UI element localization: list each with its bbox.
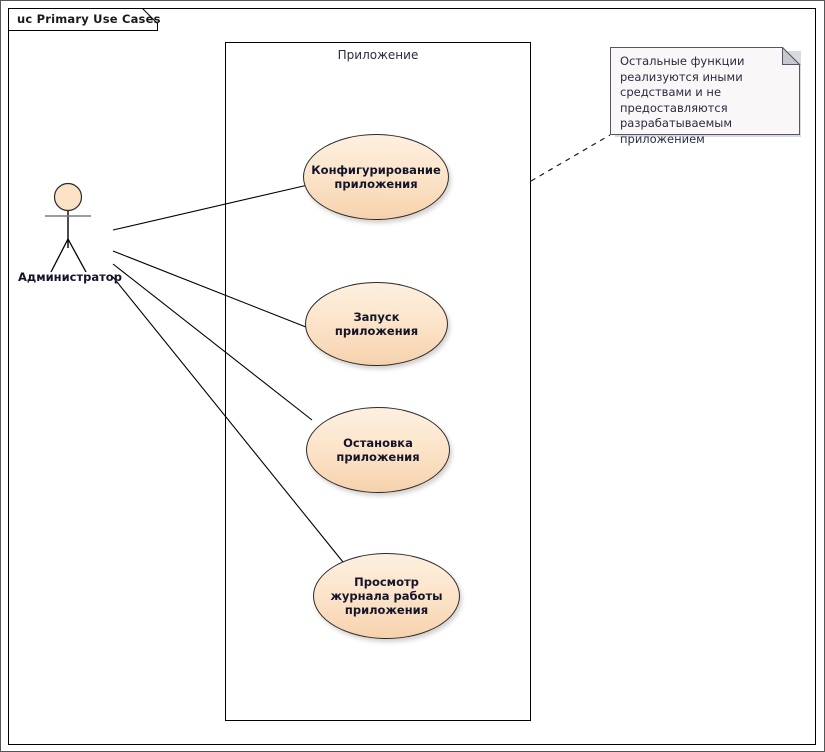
use-case-label: Запуск приложения bbox=[334, 310, 419, 338]
frame-tab-label: uc Primary Use Cases bbox=[17, 12, 161, 26]
use-case-label: Конфигурирование приложения bbox=[311, 163, 441, 191]
note-folded-corner-icon bbox=[782, 47, 801, 65]
note-other-functions[interactable]: Остальные функции реализуются иными сред… bbox=[610, 47, 801, 146]
use-case-start[interactable]: Запуск приложения bbox=[305, 282, 448, 366]
frame-heading-tab: uc Primary Use Cases bbox=[8, 8, 161, 31]
use-case-label: Просмотр журнала работы приложения bbox=[330, 575, 443, 617]
actor-label-administrator: Администратор bbox=[18, 270, 122, 284]
note-body-shape bbox=[610, 47, 800, 135]
use-case-configure[interactable]: Конфигурирование приложения bbox=[303, 134, 449, 220]
use-case-label: Остановка приложения bbox=[336, 436, 420, 464]
diagram-frame bbox=[8, 8, 816, 745]
note-text: Остальные функции реализуются иными сред… bbox=[620, 54, 745, 146]
use-case-stop[interactable]: Остановка приложения bbox=[306, 407, 450, 493]
system-boundary-label: Приложение bbox=[337, 48, 419, 62]
frame-tab-shape bbox=[8, 8, 158, 31]
use-case-viewlog[interactable]: Просмотр журнала работы приложения bbox=[313, 553, 460, 639]
